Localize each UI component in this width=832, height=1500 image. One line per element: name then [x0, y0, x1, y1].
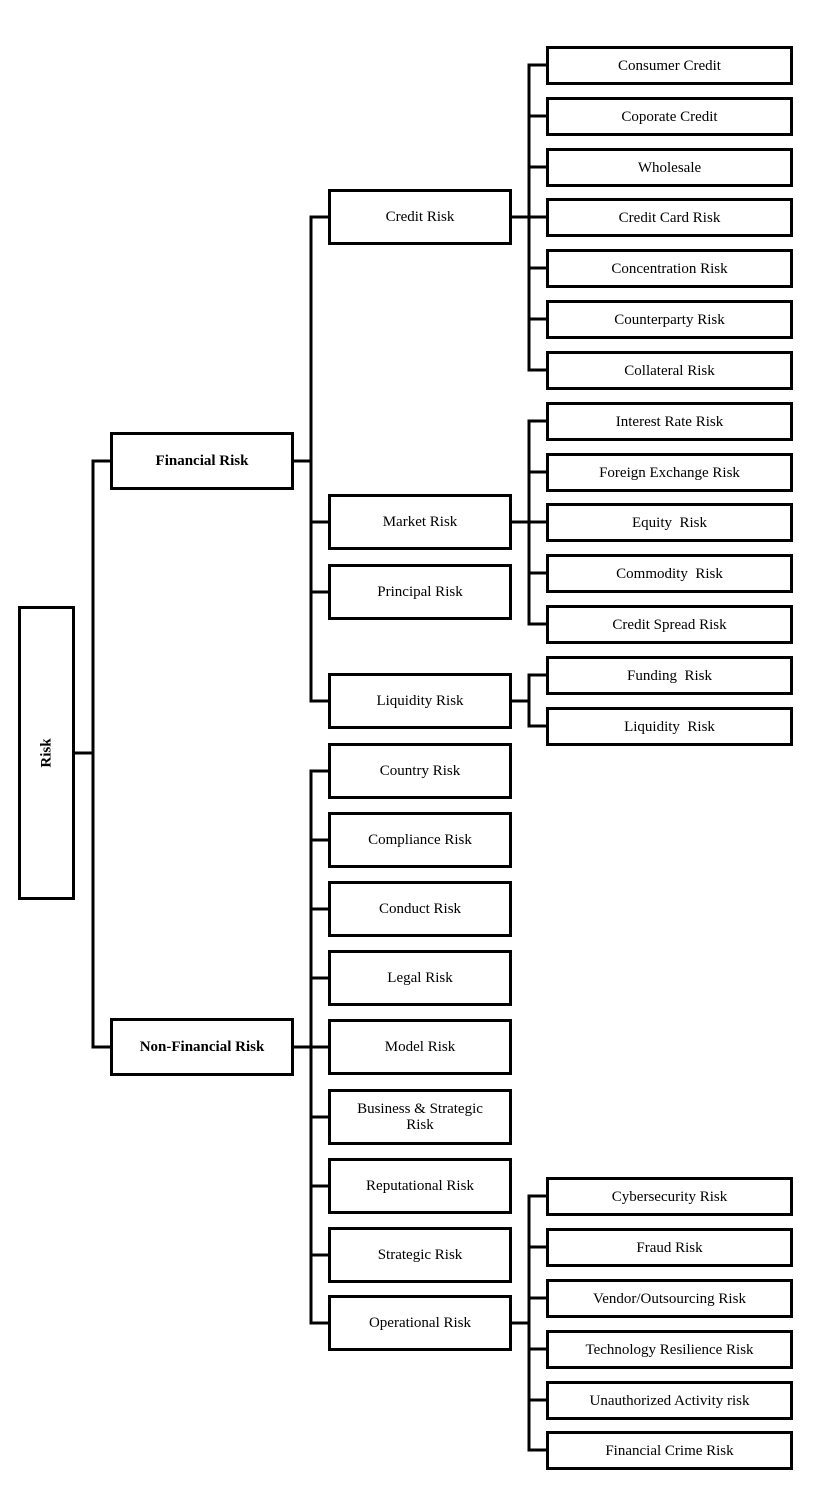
node-compliance-risk: Compliance Risk: [328, 812, 512, 868]
node-conduct-risk: Conduct Risk: [328, 881, 512, 937]
leaf-cybersecurity-risk: Cybersecurity Risk: [546, 1177, 793, 1216]
leaf-foreign-exchange-risk: Foreign Exchange Risk: [546, 453, 793, 492]
leaf-equity-risk: Equity Risk: [546, 503, 793, 542]
node-financial-risk: Financial Risk: [110, 432, 294, 490]
connector-root: [73, 459, 113, 1049]
leaf-collateral-risk: Collateral Risk: [546, 351, 793, 390]
leaf-coporate-credit: Coporate Credit: [546, 97, 793, 136]
node-market-risk: Market Risk: [328, 494, 512, 550]
node-operational-risk: Operational Risk: [328, 1295, 512, 1351]
connector-credit: [509, 63, 549, 372]
connector-operational: [509, 1194, 549, 1452]
node-principal-risk: Principal Risk: [328, 564, 512, 620]
node-country-risk: Country Risk: [328, 743, 512, 799]
node-credit-risk: Credit Risk: [328, 189, 512, 245]
leaf-financial-crime-risk: Financial Crime Risk: [546, 1431, 793, 1470]
leaf-credit-card-risk: Credit Card Risk: [546, 198, 793, 237]
leaf-credit-spread-risk: Credit Spread Risk: [546, 605, 793, 644]
connector-financial: [291, 215, 331, 703]
node-strategic-risk: Strategic Risk: [328, 1227, 512, 1283]
node-legal-risk: Legal Risk: [328, 950, 512, 1006]
connector-market: [509, 419, 549, 626]
leaf-unauthorized-activity-risk: Unauthorized Activity risk: [546, 1381, 793, 1420]
root-node-risk: Risk: [18, 606, 75, 900]
leaf-counterparty-risk: Counterparty Risk: [546, 300, 793, 339]
leaf-commodity-risk: Commodity Risk: [546, 554, 793, 593]
node-non-financial-risk: Non-Financial Risk: [110, 1018, 294, 1076]
leaf-consumer-credit: Consumer Credit: [546, 46, 793, 85]
leaf-wholesale: Wholesale: [546, 148, 793, 187]
connector-nonfinancial: [291, 769, 331, 1325]
leaf-fraud-risk: Fraud Risk: [546, 1228, 793, 1267]
leaf-concentration-risk: Concentration Risk: [546, 249, 793, 288]
connector-liquidity: [509, 673, 549, 728]
leaf-vendor-outsourcing-risk: Vendor/Outsourcing Risk: [546, 1279, 793, 1318]
root-node-label: Risk: [38, 738, 55, 768]
node-model-risk: Model Risk: [328, 1019, 512, 1075]
node-liquidity-risk: Liquidity Risk: [328, 673, 512, 729]
leaf-technology-resilience-risk: Technology Resilience Risk: [546, 1330, 793, 1369]
node-reputational-risk: Reputational Risk: [328, 1158, 512, 1214]
leaf-interest-rate-risk: Interest Rate Risk: [546, 402, 793, 441]
node-business-strategic-risk: Business & Strategic Risk: [328, 1089, 512, 1145]
leaf-liquidity-risk: Liquidity Risk: [546, 707, 793, 746]
leaf-funding-risk: Funding Risk: [546, 656, 793, 695]
